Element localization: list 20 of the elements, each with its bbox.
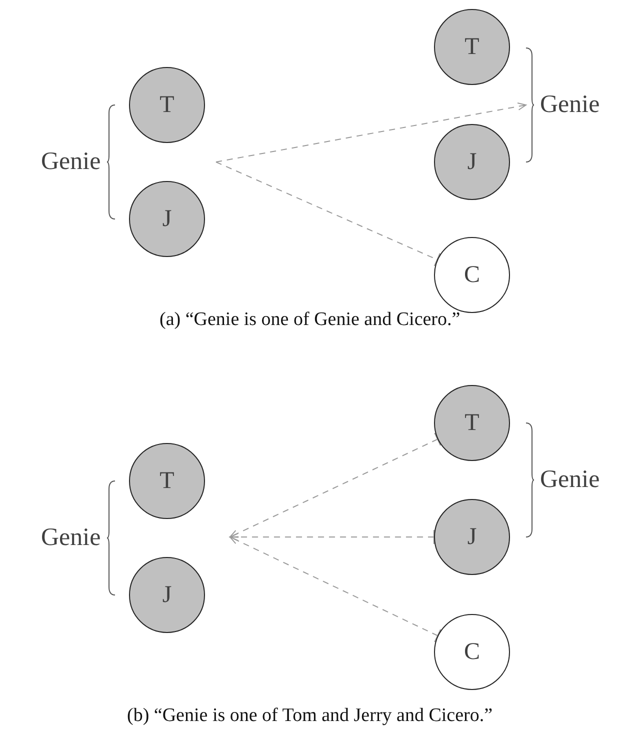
brace-label: Genie: [41, 525, 101, 550]
letter-circle: J: [129, 181, 205, 257]
caption: (a) “Genie is one of Genie and Cicero.”: [160, 310, 460, 329]
letter-circle: T: [434, 9, 510, 85]
brace-label: Genie: [41, 149, 101, 174]
letter-circle: J: [129, 557, 205, 633]
dashed-arrow: [230, 432, 442, 538]
letter-circle: T: [129, 443, 205, 519]
letter-circle: J: [434, 499, 510, 575]
dashed-arrow: [230, 529, 435, 545]
dashed-arrow: [230, 536, 442, 643]
brace-label: Genie: [540, 467, 600, 492]
dashed-arrow: [216, 102, 526, 162]
brace-label: Genie: [540, 92, 600, 117]
letter-circle: T: [129, 67, 205, 143]
letter-circle: J: [434, 124, 510, 200]
letter-circle: T: [434, 385, 510, 461]
letter-circle: C: [434, 614, 510, 690]
caption: (b) “Genie is one of Tom and Jerry and Cicero.”: [127, 706, 493, 725]
letter-circle: C: [434, 237, 510, 313]
